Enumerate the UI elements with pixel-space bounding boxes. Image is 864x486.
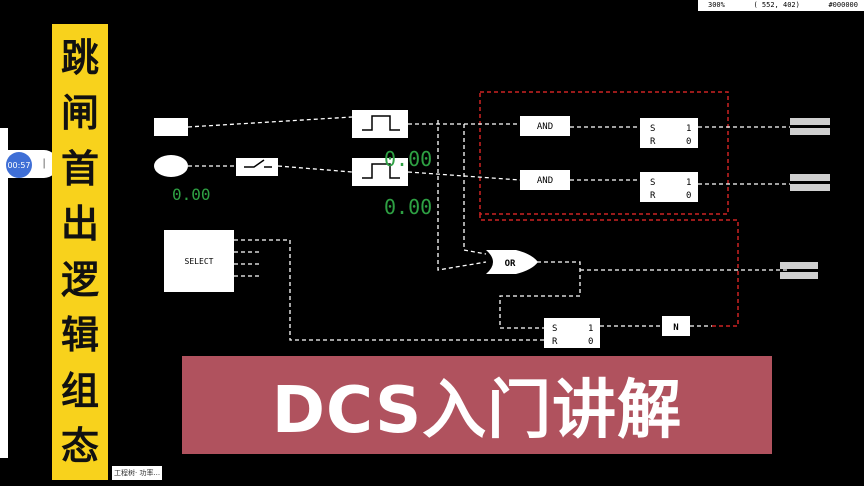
title-char: 出 — [60, 202, 99, 247]
title-char: 态 — [60, 424, 99, 469]
svg-text:0: 0 — [588, 337, 593, 347]
svg-text:OR: OR — [505, 259, 516, 269]
title-char: 闸 — [60, 91, 99, 136]
title-char: 辑 — [60, 313, 99, 358]
color-readout: #000000 — [828, 1, 858, 9]
output-block-3b — [780, 272, 818, 279]
left-panel-edge — [0, 128, 8, 458]
title-char: 跳 — [60, 35, 99, 80]
output-block-2a — [790, 174, 830, 181]
svg-text:S: S — [650, 178, 655, 188]
select-block[interactable]: SELECT — [164, 230, 234, 292]
rs-flipflop-1[interactable]: S 1 R 0 — [640, 118, 698, 148]
output-block-3a — [780, 262, 818, 269]
svg-text:S: S — [650, 124, 655, 134]
readout-lower: 0.00 — [384, 195, 432, 219]
bottom-tab[interactable]: 工程树· 功率... — [112, 466, 162, 480]
zoom-readout: 300% — [708, 1, 725, 9]
coordinate-readout: ( 552, 402) — [753, 1, 800, 9]
svg-text:SELECT: SELECT — [185, 257, 214, 266]
output-block-2b — [790, 184, 830, 191]
svg-text:AND: AND — [537, 122, 553, 132]
vertical-title: 跳 闸 首 出 逻 辑 组 态 — [52, 24, 108, 480]
svg-text:R: R — [552, 337, 558, 347]
signal-wires — [187, 116, 790, 341]
and-gate-1[interactable]: AND — [520, 116, 570, 136]
readout-analog: 0.00 — [172, 185, 211, 204]
svg-text:1: 1 — [686, 178, 691, 188]
svg-text:N: N — [673, 323, 678, 333]
banner-text: DCS入门讲解 — [271, 374, 683, 448]
rs-flipflop-2[interactable]: S 1 R 0 — [640, 172, 698, 202]
switch-block[interactable] — [236, 158, 278, 176]
output-block-1a — [790, 118, 830, 125]
and-gate-2[interactable]: AND — [520, 170, 570, 190]
title-banner: DCS入门讲解 — [182, 356, 772, 454]
title-char: 逻 — [60, 257, 99, 302]
output-block-1b — [790, 128, 830, 135]
svg-text:1: 1 — [588, 324, 593, 334]
highlight-region — [479, 91, 739, 327]
svg-text:0: 0 — [686, 137, 691, 147]
highlight-box — [479, 91, 729, 215]
svg-text:S: S — [552, 324, 557, 334]
rs-flipflop-3[interactable]: S 1 R 0 — [544, 318, 600, 348]
readout-upper: 0.00 — [384, 147, 432, 171]
pulse-block-1[interactable] — [352, 110, 408, 138]
side-handle-icon[interactable]: ❘❘ — [40, 158, 57, 169]
title-char: 首 — [60, 146, 99, 191]
highlight-path — [479, 214, 739, 327]
not-gate[interactable]: N — [662, 316, 690, 336]
svg-text:R: R — [650, 191, 656, 201]
svg-text:1: 1 — [686, 124, 691, 134]
or-gate[interactable]: OR — [486, 250, 538, 274]
output-blocks — [780, 118, 830, 279]
pulse-block-2[interactable] — [352, 158, 408, 186]
svg-text:R: R — [650, 137, 656, 147]
analog-input-block[interactable] — [154, 155, 188, 177]
title-char: 组 — [60, 368, 99, 413]
playback-time-button[interactable]: 00:57 — [6, 152, 32, 178]
svg-text:AND: AND — [537, 176, 553, 186]
status-bar: 300% ( 552, 402) #000000 — [698, 0, 864, 11]
digital-input-block[interactable] — [154, 118, 188, 136]
svg-text:0: 0 — [686, 191, 691, 201]
